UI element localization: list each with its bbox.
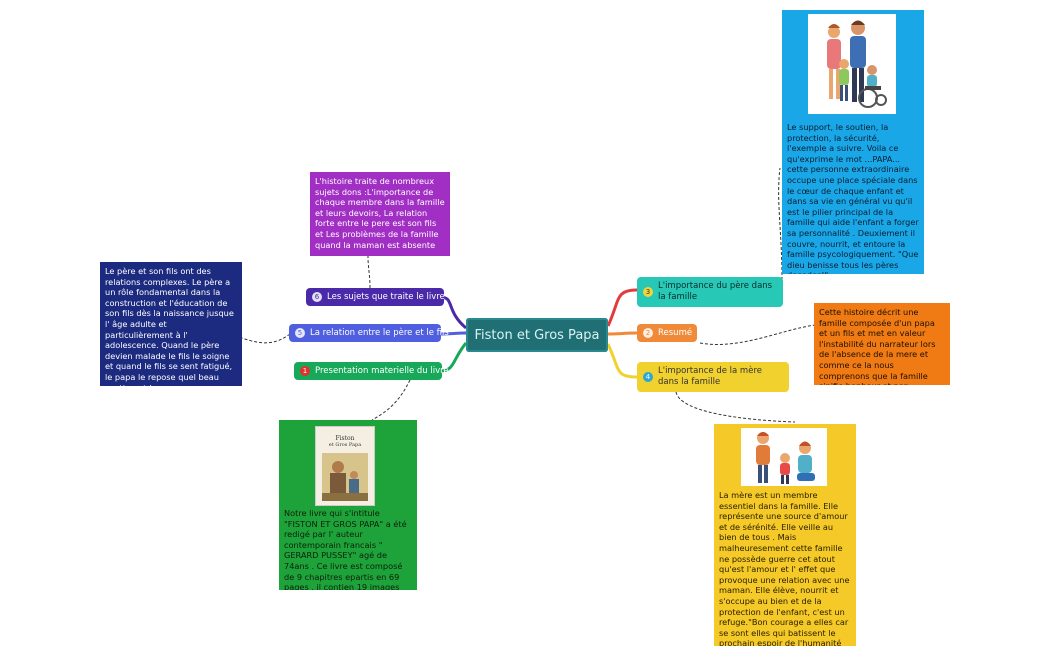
branch-line-pere	[606, 288, 638, 327]
topic-label: Resumé	[658, 327, 693, 338]
branch-line-resume	[607, 331, 638, 336]
family-illustration-image	[808, 14, 896, 114]
branch-line-presentation	[439, 342, 468, 373]
book-cover-title: Fiston	[335, 435, 355, 442]
note-relation-text: Le père et son fils ont des relations co…	[105, 266, 234, 386]
mother-illustration-image	[741, 428, 827, 486]
note-mere: La mère est un membre essentiel dans la …	[714, 424, 856, 646]
topic-label: Presentation materielle du livre	[315, 365, 449, 376]
link-resume-note	[699, 324, 816, 345]
topic-number-badge: 6	[312, 292, 322, 302]
topic-number-badge: 1	[300, 366, 310, 376]
book-cover-image: Fiston et Gros Papa	[315, 426, 375, 506]
topic-label: La relation entre le père et le fils	[310, 327, 449, 338]
topic-label: L'importance du père dans la famille	[658, 281, 773, 302]
topic-pere[interactable]: 3 L'importance du père dans la famille	[637, 277, 783, 307]
link-sujets-note	[367, 255, 371, 289]
topic-number-badge: 4	[643, 372, 653, 382]
topic-label: Les sujets que traite le livre	[327, 291, 445, 302]
topic-label: L'importance de la mère dans la famille	[658, 366, 762, 387]
note-pere-text: Le support, le soutien, la protection, l…	[787, 122, 919, 274]
topic-mere[interactable]: 4 L'importance de la mère dans la famill…	[637, 362, 789, 392]
book-illustration	[322, 453, 368, 501]
note-relation: Le père et son fils ont des relations co…	[100, 262, 242, 386]
topic-number-badge: 5	[295, 328, 305, 338]
note-sujets: L'histoire traite de nombreux sujets don…	[310, 172, 450, 256]
link-pere-note	[778, 167, 783, 281]
topic-sujets[interactable]: 6 Les sujets que traite le livre	[306, 288, 445, 306]
branch-line-relation	[439, 331, 467, 336]
note-presentation-text: Notre livre qui s'intitule "FISTON ET GR…	[284, 508, 407, 590]
mother-illustration	[756, 432, 815, 484]
topic-presentation[interactable]: 1 Presentation materielle du livre	[294, 362, 449, 380]
note-sujets-text: L'histoire traite de nombreux sujets don…	[315, 176, 445, 250]
link-presentation-note	[371, 379, 411, 421]
topic-relation[interactable]: 5 La relation entre le père et le fils	[289, 324, 449, 342]
book-cover-subtitle: et Gros Papa	[328, 442, 362, 448]
note-mere-text: La mère est un membre essentiel dans la …	[719, 490, 850, 646]
note-resume-text: Cette histoire décrit une famille compos…	[819, 307, 936, 385]
note-resume: Cette histoire décrit une famille compos…	[814, 303, 950, 385]
link-relation-note	[241, 333, 291, 344]
branch-line-mere	[606, 343, 638, 379]
family-illustration	[827, 20, 887, 108]
central-topic[interactable]: Fiston et Gros Papa	[466, 318, 608, 352]
topic-number-badge: 2	[643, 328, 653, 338]
topic-resume[interactable]: 2 Resumé	[637, 324, 697, 342]
central-topic-label: Fiston et Gros Papa	[474, 327, 600, 343]
topic-number-badge: 3	[643, 287, 653, 297]
link-mere-note	[675, 391, 796, 423]
